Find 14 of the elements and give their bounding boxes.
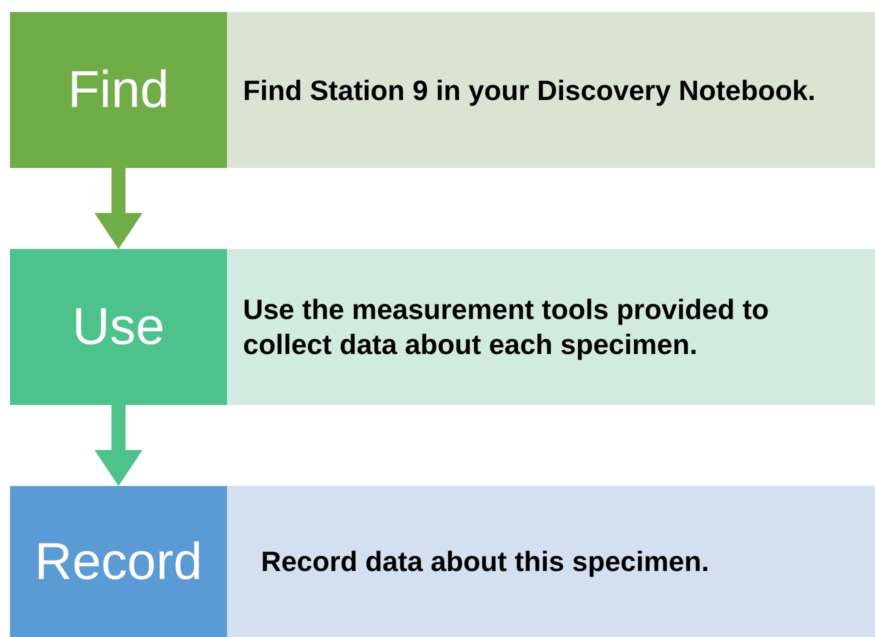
- step-box: [10, 486, 227, 637]
- arrow: [94, 405, 142, 486]
- step-instruction: Record data about this specimen.: [261, 545, 710, 579]
- instruction-panel: [227, 486, 875, 637]
- step-label: Record: [34, 532, 202, 592]
- instruction-panel: [227, 12, 875, 168]
- step-instruction: Find Station 9 in your Discovery Notebook.: [243, 74, 816, 108]
- instruction-panel: [227, 249, 875, 405]
- step-box: [10, 12, 227, 168]
- step-label: Find: [68, 60, 170, 120]
- step-box: [10, 249, 227, 405]
- arrow: [94, 168, 142, 249]
- step-label: Use: [72, 297, 165, 357]
- step-instruction: Use the measurement tools provided to collect data about each specimen.: [243, 293, 770, 362]
